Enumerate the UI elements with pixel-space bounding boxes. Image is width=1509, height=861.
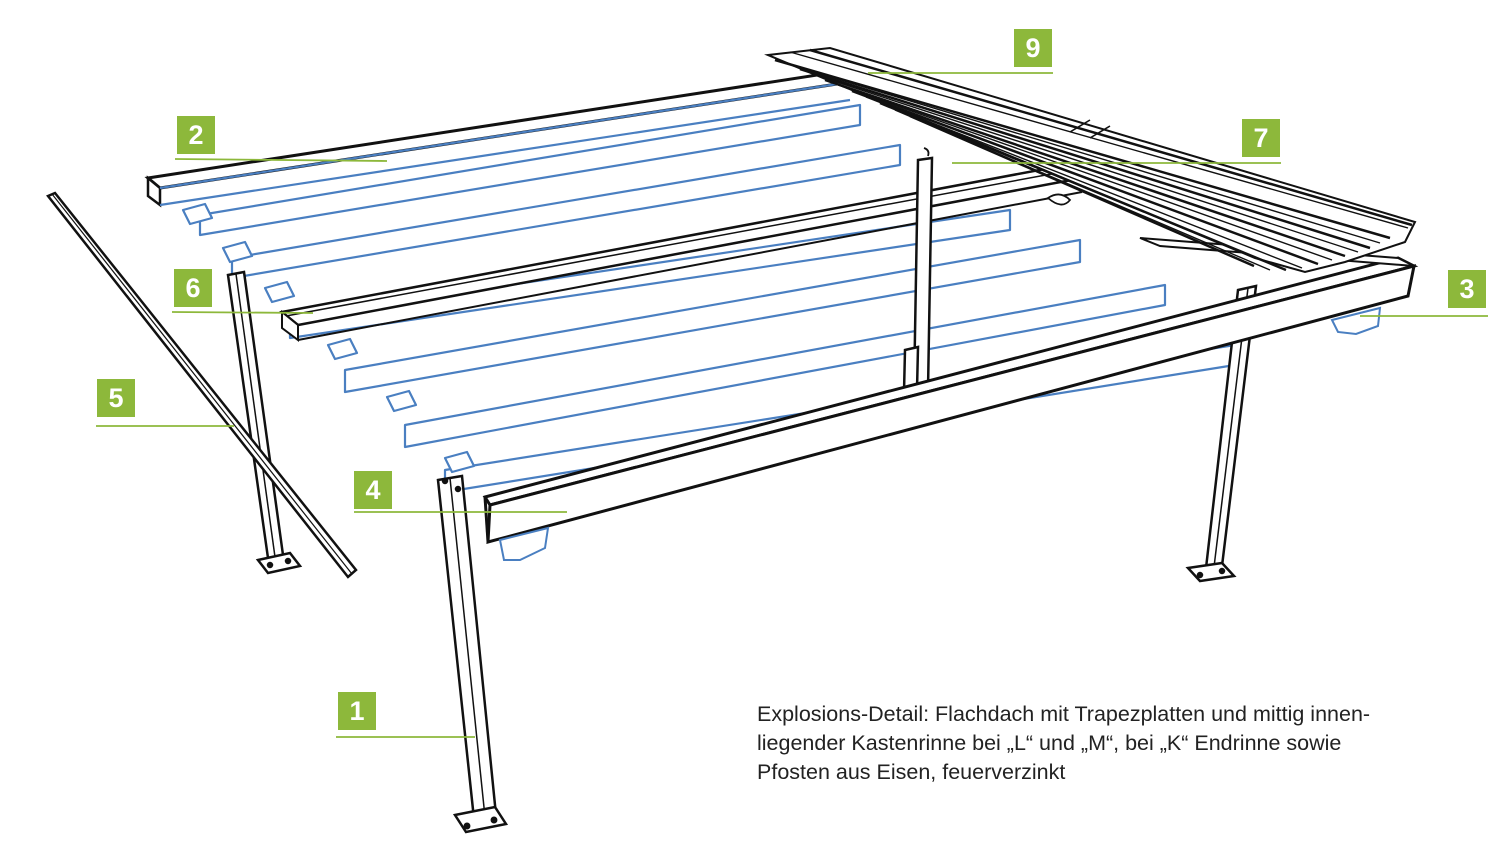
- callout-badge-1: 1: [338, 692, 376, 730]
- caption-line-2: liegender Kastenrinne bei „L“ und „M“, b…: [757, 731, 1342, 755]
- callout-badge-9: 9: [1014, 29, 1052, 67]
- caption-line-3: Pfosten aus Eisen, feuerverzinkt: [757, 760, 1066, 784]
- post-rear-left: [226, 270, 303, 575]
- callout-badge-5: 5: [97, 379, 135, 417]
- front-beam: [482, 256, 1419, 561]
- side-plank: [46, 191, 358, 579]
- box-gutter: [279, 166, 1083, 342]
- callout-badge-4: 4: [354, 471, 392, 509]
- purlin-2: [230, 143, 902, 280]
- leader-line-2: [174, 158, 388, 162]
- callout-badge-7: 7: [1242, 119, 1280, 157]
- callout-badge-3: 3: [1448, 270, 1486, 308]
- post-middle-rear: [902, 147, 1072, 394]
- leader-line-6: [171, 311, 314, 314]
- purlin-1: [198, 103, 862, 237]
- callout-badge-2: 2: [177, 116, 215, 154]
- caption: Explosions-Detail: Flachdach mit Trapezp…: [757, 700, 1487, 787]
- leader-lines: [96, 72, 1488, 738]
- purlin-5: [403, 283, 1167, 449]
- caption-line-1: Explosions-Detail: Flachdach mit Trapezp…: [757, 702, 1371, 726]
- purlin-4: [343, 238, 1082, 394]
- callout-badge-6: 6: [174, 269, 212, 307]
- post-front-left: [436, 474, 509, 834]
- trapezoid-sheets: [764, 46, 1417, 274]
